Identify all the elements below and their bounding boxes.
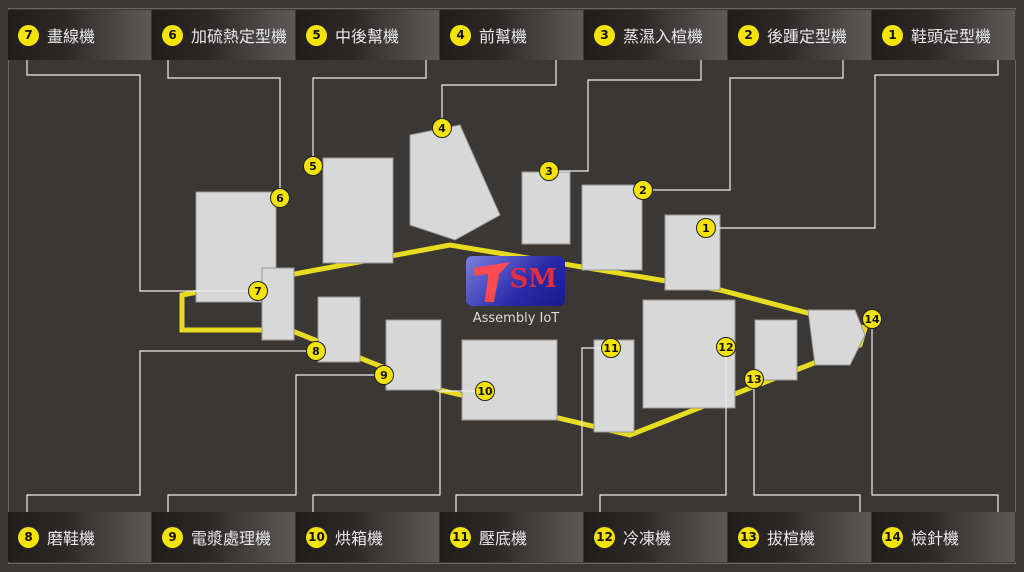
number-badge: 8 (18, 526, 39, 548)
number-badge: 10 (306, 526, 327, 548)
tab-machine-5[interactable]: 5 中後幫機 (296, 10, 440, 60)
tab-label: 蒸濕入楦機 (623, 27, 704, 46)
tab-label: 檢針機 (911, 529, 960, 548)
tab-label: 前幫機 (479, 27, 528, 46)
number-badge: 4 (450, 24, 471, 46)
tab-label: 鞋頭定型機 (911, 27, 992, 46)
machine-2 (581, 184, 643, 271)
marker-2[interactable]: 2 (633, 180, 653, 200)
tab-machine-11[interactable]: 11 壓底機 (440, 512, 584, 562)
marker-9[interactable]: 9 (374, 365, 394, 385)
logo-text: SM (509, 264, 557, 294)
tab-machine-9[interactable]: 9 電漿處理機 (152, 512, 296, 562)
tab-machine-2[interactable]: 2 後踵定型機 (728, 10, 872, 60)
logo-t-mark (474, 262, 510, 302)
number-badge: 2 (738, 24, 759, 46)
number-badge: 3 (594, 24, 615, 46)
marker-8[interactable]: 8 (306, 341, 326, 361)
logo-caption: Assembly IoT (472, 311, 560, 326)
machine-3 (521, 171, 571, 245)
marker-12[interactable]: 12 (716, 337, 736, 357)
marker-1[interactable]: 1 (696, 218, 716, 238)
number-badge: 9 (162, 526, 183, 548)
number-badge: 13 (738, 526, 759, 548)
tab-label: 電漿處理機 (191, 529, 272, 548)
marker-14[interactable]: 14 (862, 309, 882, 329)
tab-label: 烘箱機 (335, 529, 384, 548)
tab-label: 壓底機 (479, 529, 528, 548)
tab-machine-6[interactable]: 6 加硫熱定型機 (152, 10, 296, 60)
marker-3[interactable]: 3 (539, 161, 559, 181)
tab-label: 後踵定型機 (767, 27, 848, 46)
tab-machine-13[interactable]: 13 拔楦機 (728, 512, 872, 562)
tab-label: 冷凍機 (623, 529, 672, 548)
tab-machine-4[interactable]: 4 前幫機 (440, 10, 584, 60)
frame (8, 8, 1016, 564)
tab-machine-8[interactable]: 8 磨鞋機 (8, 512, 152, 562)
machine-5 (322, 157, 394, 264)
tab-label: 加硫熱定型機 (191, 27, 288, 46)
marker-6[interactable]: 6 (270, 188, 290, 208)
leader-lines (26, 58, 999, 512)
marker-11[interactable]: 11 (601, 338, 621, 358)
number-badge: 6 (162, 24, 183, 46)
marker-13[interactable]: 13 (744, 369, 764, 389)
tab-label: 磨鞋機 (47, 529, 96, 548)
number-badge: 14 (882, 526, 903, 548)
machine-7 (261, 267, 295, 341)
number-badge: 11 (450, 526, 471, 548)
number-badge: 12 (594, 526, 615, 548)
bottom-machine-tabs: 8 磨鞋機 9 電漿處理機 10 烘箱機 11 壓底機 12 冷凍機 13 拔楦機 14 檢針… (8, 512, 1016, 562)
tab-machine-10[interactable]: 10 烘箱機 (296, 512, 440, 562)
number-badge: 7 (18, 24, 39, 46)
marker-4[interactable]: 4 (432, 118, 452, 138)
tism-logo: SM (466, 256, 565, 306)
tab-label: 拔楦機 (767, 529, 816, 548)
tab-machine-14[interactable]: 14 檢針機 (872, 512, 1016, 562)
machine-13 (754, 319, 798, 381)
tab-machine-1[interactable]: 1 鞋頭定型機 (872, 10, 1016, 60)
number-badge: 1 (882, 24, 903, 46)
machine-14 (807, 309, 866, 366)
machine-10 (461, 339, 558, 421)
tab-label: 中後幫機 (335, 27, 400, 46)
machine-9 (385, 319, 442, 391)
number-badge: 5 (306, 24, 327, 46)
tab-machine-7[interactable]: 7 畫線機 (8, 10, 152, 60)
marker-5[interactable]: 5 (303, 156, 323, 176)
machine-4 (409, 124, 501, 241)
tab-machine-3[interactable]: 3 蒸濕入楦機 (584, 10, 728, 60)
tab-label: 畫線機 (47, 27, 96, 46)
marker-7[interactable]: 7 (248, 281, 268, 301)
marker-10[interactable]: 10 (475, 381, 495, 401)
tab-machine-12[interactable]: 12 冷凍機 (584, 512, 728, 562)
